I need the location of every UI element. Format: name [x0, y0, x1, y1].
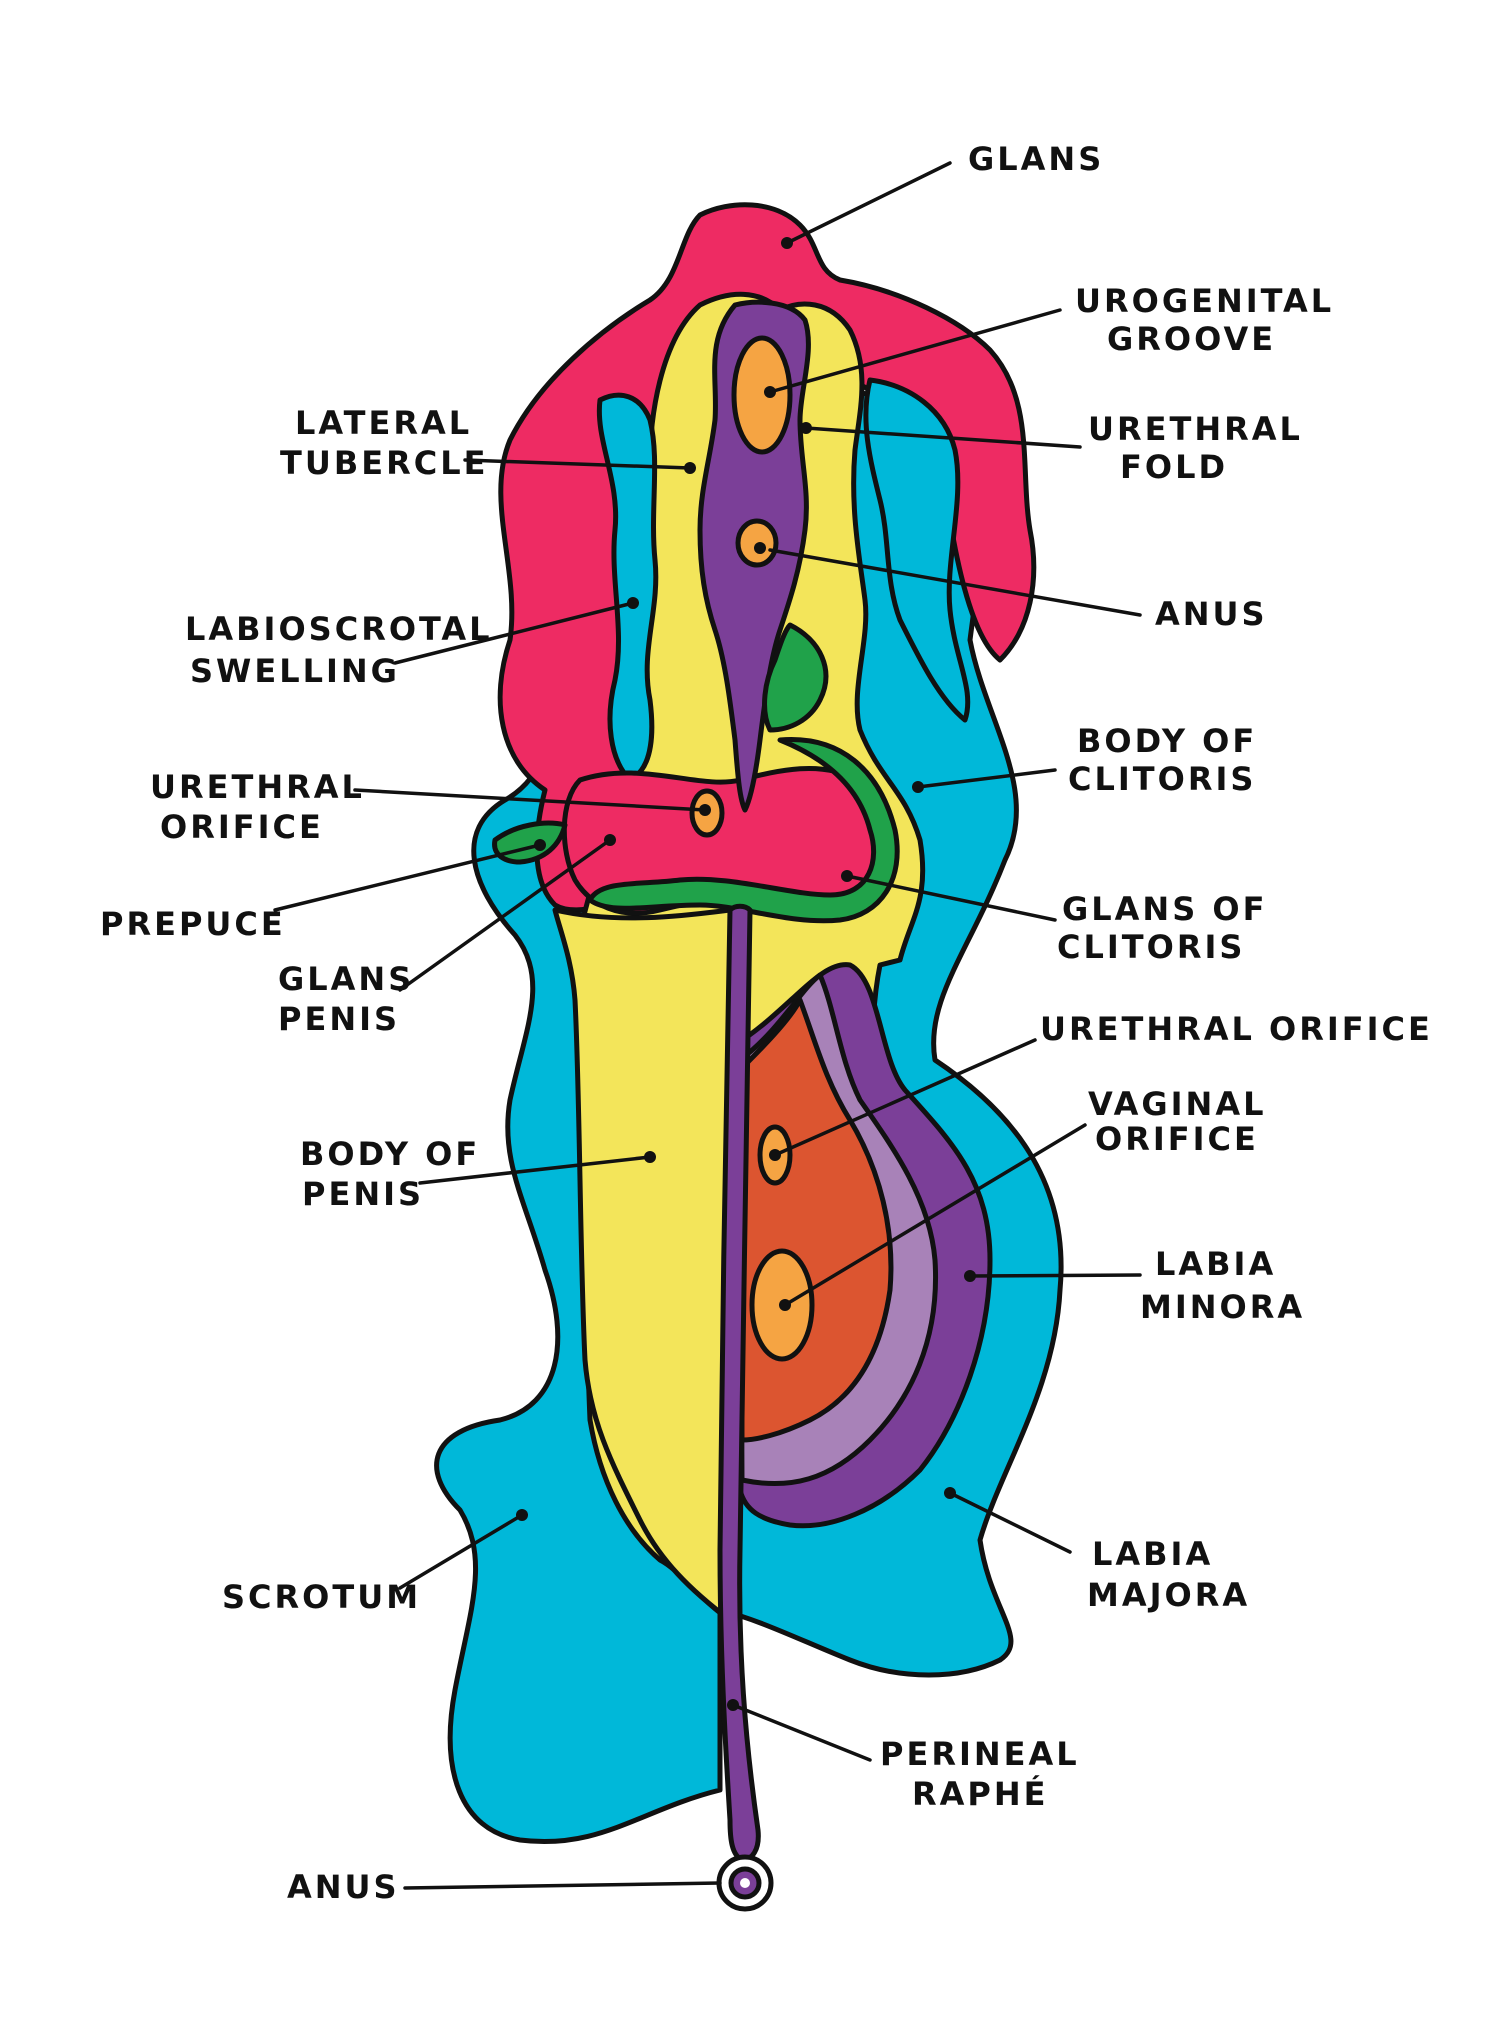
green-prepuce-strip: [762, 622, 829, 733]
leader-urethral-orifice-right: [773, 1038, 1037, 1157]
leader-glans-penis: [398, 838, 612, 992]
label-urogenital-groove-line1: UROGENITAL: [1075, 282, 1334, 320]
label-body-of-penis-line1: BODY OF: [300, 1135, 480, 1173]
dot-urethral-orifice-left: [699, 804, 711, 816]
label-perineal-raphe-line2: RAPHÉ: [912, 1775, 1049, 1813]
label-labioscrotal-swelling-line2: SWELLING: [190, 652, 400, 690]
label-scrotum: SCROTUM: [222, 1578, 421, 1616]
label-body-of-clitoris-line2: CLITORIS: [1068, 760, 1256, 798]
dot-scrotum: [516, 1509, 528, 1521]
leader-anus-top: [768, 548, 1142, 617]
dot-labia-majora: [944, 1487, 956, 1499]
leader-lateral-tubercle: [463, 458, 692, 470]
labels: GLANS UROGENITAL GROOVE URETHRAL FOLD LA…: [100, 140, 1433, 1906]
green-prepuce-arc: [587, 737, 900, 924]
label-body-of-penis-line2: PENIS: [302, 1175, 424, 1213]
label-labioscrotal-swelling-line1: LABIOSCROTAL: [185, 610, 493, 648]
leader-anus-bottom: [403, 1881, 722, 1890]
label-labia-majora-line2: MAJORA: [1087, 1576, 1250, 1614]
label-vaginal-orifice-line1: VAGINAL: [1088, 1085, 1266, 1123]
label-glans-penis-line2: PENIS: [278, 1000, 400, 1038]
leader-labia-majora: [948, 1491, 1072, 1554]
dot-labioscrotal-swelling: [627, 597, 639, 609]
dot-body-of-clitoris: [912, 781, 924, 793]
label-glans: GLANS: [968, 140, 1104, 178]
dot-lateral-tubercle: [684, 462, 696, 474]
label-glans-of-clitoris-line1: GLANS OF: [1062, 890, 1267, 928]
dot-glans-penis: [604, 834, 616, 846]
dot-anus-top: [754, 542, 766, 554]
leader-lines: [273, 161, 1142, 1890]
dot-body-of-penis: [644, 1151, 656, 1163]
dot-prepuce: [534, 839, 546, 851]
label-lateral-tubercle-line2: TUBERCLE: [280, 444, 488, 482]
body-of-penis-shape: [552, 907, 733, 1623]
dot-urethral-orifice-right: [769, 1149, 781, 1161]
leader-scrotum: [398, 1513, 524, 1590]
perineal-raphe-line: [717, 903, 761, 1863]
leader-dots: [516, 237, 976, 1711]
leader-labia-minora: [968, 1273, 1142, 1278]
leader-perineal-raphe: [731, 1703, 872, 1762]
leader-urethral-orifice-left: [353, 788, 707, 812]
label-labia-minora-line1: LABIA: [1155, 1245, 1276, 1283]
cyan-inner-left-strip: [596, 392, 659, 783]
dot-vaginal-orifice: [779, 1299, 791, 1311]
label-urethral-orifice-left-line2: ORIFICE: [160, 808, 324, 846]
label-urogenital-groove-line2: GROOVE: [1107, 320, 1276, 358]
label-perineal-raphe-line1: PERINEAL: [880, 1735, 1080, 1773]
leader-glans: [785, 161, 952, 245]
dot-perineal-raphe: [727, 1699, 739, 1711]
dot-glans-of-clitoris: [841, 870, 853, 882]
label-prepuce: PREPUCE: [100, 905, 286, 943]
dot-urethral-fold: [800, 422, 812, 434]
leader-prepuce: [273, 843, 542, 912]
dot-labia-minora: [964, 1270, 976, 1282]
leader-labioscrotal-swelling: [393, 601, 635, 665]
leader-body-of-penis: [418, 1155, 652, 1185]
leader-body-of-clitoris: [916, 768, 1057, 789]
dot-urogenital-groove: [764, 386, 776, 398]
label-labia-majora-line1: LABIA: [1092, 1535, 1213, 1573]
leader-glans-of-clitoris: [845, 874, 1057, 922]
label-urethral-orifice-left-line1: URETHRAL: [150, 768, 365, 806]
label-lateral-tubercle-line1: LATERAL: [295, 404, 472, 442]
dot-glans: [781, 237, 793, 249]
cyan-inner-right-strip: [863, 377, 971, 723]
label-glans-of-clitoris-line2: CLITORIS: [1057, 928, 1245, 966]
leader-urethral-fold: [804, 426, 1082, 449]
label-anus-top: ANUS: [1155, 595, 1268, 633]
label-labia-minora-line2: MINORA: [1140, 1288, 1305, 1326]
label-urethral-orifice-right: URETHRAL ORIFICE: [1040, 1010, 1433, 1048]
urogenital-groove-opening: [731, 335, 793, 455]
label-urethral-fold-line2: FOLD: [1120, 448, 1228, 486]
label-urethral-fold-line1: URETHRAL: [1088, 410, 1303, 448]
leader-vaginal-orifice: [783, 1123, 1087, 1307]
label-glans-penis-line1: GLANS: [278, 960, 414, 998]
label-body-of-clitoris-line1: BODY OF: [1077, 722, 1257, 760]
label-anus-bottom: ANUS: [287, 1868, 400, 1906]
leader-urogenital-groove: [768, 308, 1062, 394]
label-vaginal-orifice-line2: ORIFICE: [1095, 1120, 1259, 1158]
anus-bottom-center: [740, 1878, 750, 1888]
